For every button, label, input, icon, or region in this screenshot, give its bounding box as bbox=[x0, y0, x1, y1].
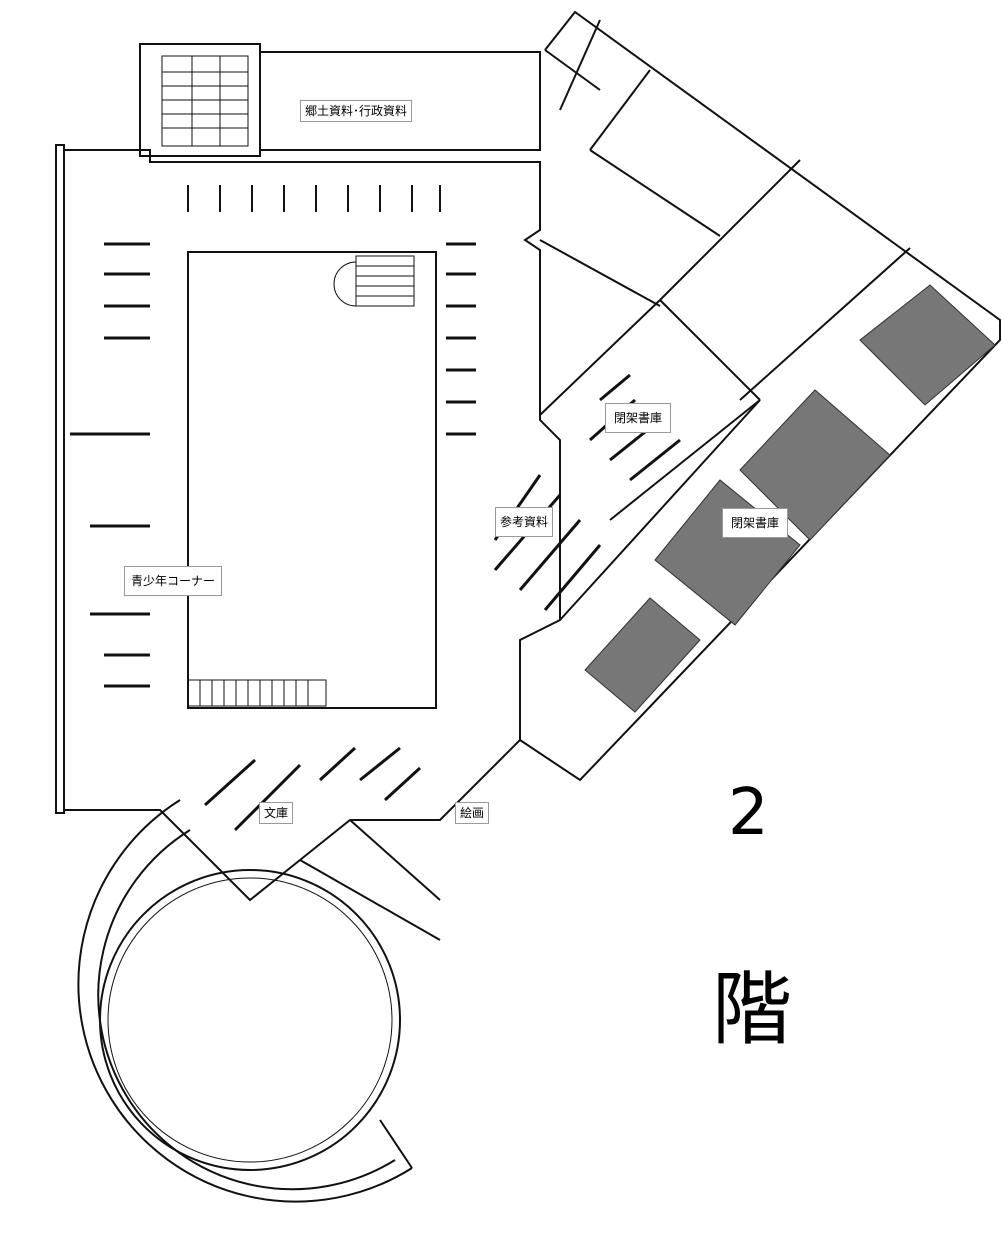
floor-number: 2 bbox=[728, 776, 769, 850]
room-label-closed-stacks-1: 閉架書庫 bbox=[605, 403, 672, 433]
east-wing bbox=[519, 10, 1001, 782]
room-label-reference: 参考資料 bbox=[495, 507, 554, 537]
local-history-room bbox=[259, 51, 541, 151]
room-label-local-history: 郷土資料･行政資料 bbox=[300, 100, 413, 122]
room-label-paperback: 文庫 bbox=[259, 802, 294, 824]
atrium-stair-top bbox=[333, 255, 415, 307]
rotunda bbox=[77, 799, 441, 1203]
north-shelves bbox=[187, 185, 441, 212]
south-shelves bbox=[203, 746, 422, 832]
central-atrium bbox=[187, 251, 437, 709]
east-shelves bbox=[446, 242, 476, 436]
west-wall bbox=[55, 144, 65, 814]
room-label-picture-books: 絵画 bbox=[455, 802, 490, 824]
northwest-stair bbox=[161, 55, 249, 147]
room-label-youth-corner: 青少年コーナー bbox=[124, 566, 223, 596]
west-shelves bbox=[70, 242, 150, 688]
floor-kanji: 階 bbox=[712, 963, 792, 1056]
atrium-stair-bottom bbox=[187, 679, 327, 707]
room-label-closed-stacks-2: 閉架書庫 bbox=[722, 508, 789, 538]
compact-shelving bbox=[584, 284, 996, 713]
